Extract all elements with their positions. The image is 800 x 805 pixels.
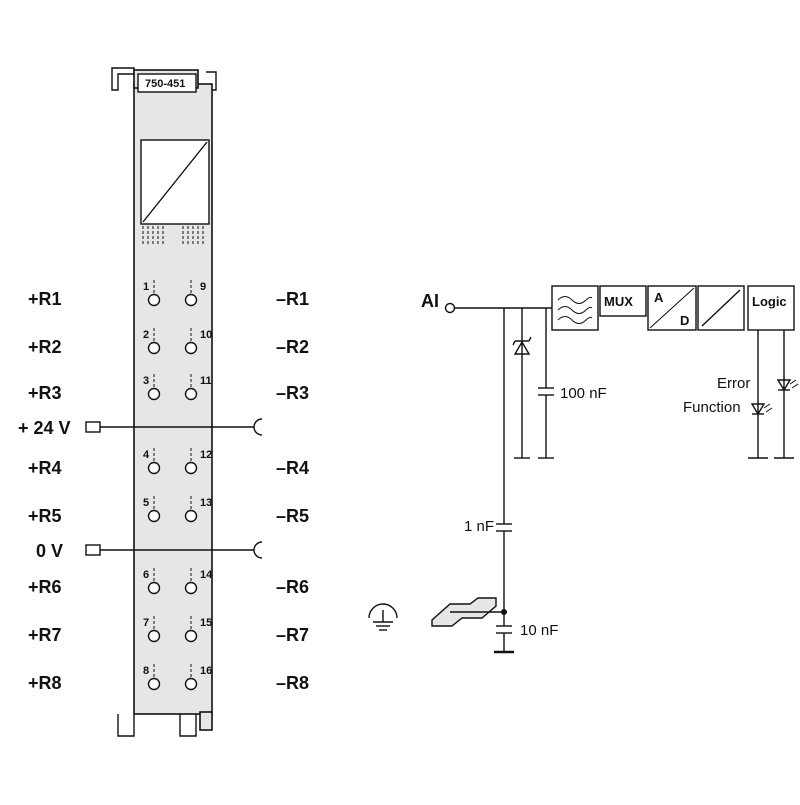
input-terminal[interactable] (444, 302, 456, 314)
contact-3[interactable] (147, 387, 161, 401)
capacitor-1nf-label: 1 nF (464, 518, 494, 535)
label-0v: 0 V (36, 541, 63, 561)
ground-icon (368, 603, 398, 631)
mux-block: MUX (599, 285, 647, 317)
bottom-left-latch (117, 714, 135, 737)
contact-number-3: 3 (143, 375, 149, 387)
contact-number-6: 6 (143, 569, 149, 581)
contact-7[interactable] (147, 629, 161, 643)
filter-icon (557, 296, 593, 304)
contact-number-12: 12 (200, 449, 212, 461)
supply-24v (85, 418, 263, 436)
part-number-plate (137, 73, 197, 93)
din-rail-icon (431, 597, 504, 627)
contact-number-11: 11 (200, 375, 212, 387)
contact-number-15: 15 (200, 617, 212, 629)
label-minus-r4: –R4 (276, 458, 309, 478)
label-minus-r3: –R3 (276, 383, 309, 403)
label-minus-r6: –R6 (276, 577, 309, 597)
capacitor-100nf-label: 100 nF (560, 385, 607, 402)
led-pins (142, 226, 204, 246)
label-plus-r4: +R4 (28, 458, 62, 478)
contact-1[interactable] (147, 293, 161, 307)
supply-0v (85, 541, 263, 559)
contact-10[interactable] (184, 341, 198, 355)
signal-chain: MUX A D Logic Error (551, 285, 799, 459)
label-plus-24v: + 24 V (18, 418, 71, 438)
zener-diode-icon (512, 336, 532, 355)
label-minus-r1: –R1 (276, 289, 309, 309)
contact-grid: 1 9 2 10 3 11 4 12 5 13 6 14 7 15 8 16 (143, 280, 213, 691)
contact-5[interactable] (147, 509, 161, 523)
contact-number-7: 7 (143, 617, 149, 629)
adc-d-label: D (680, 313, 689, 328)
io-module: 750-451 1 9 2 10 3 11 4 12 5 13 6 14 7 15 8 16 (111, 67, 217, 737)
contact-6[interactable] (147, 581, 161, 595)
adc-block: A D (647, 285, 697, 331)
supply-24v-terminal[interactable] (85, 421, 101, 433)
right-labels: –R1 –R2 –R3 –R4 –R5 –R6 –R7 –R8 (276, 289, 309, 693)
contact-8[interactable] (147, 677, 161, 691)
logic-block: Logic (747, 285, 795, 331)
input-label: AI (421, 291, 439, 311)
contact-number-16: 16 (200, 665, 212, 677)
label-plus-r6: +R6 (28, 577, 62, 597)
bottom-foot (199, 711, 213, 731)
label-minus-r2: –R2 (276, 337, 309, 357)
contact-12[interactable] (184, 461, 198, 475)
left-labels: +R1 +R2 +R3 + 24 V +R4 +R5 0 V +R6 +R7 +… (18, 289, 71, 693)
contact-number-10: 10 (200, 329, 212, 341)
label-plus-r7: +R7 (28, 625, 62, 645)
supply-0v-terminal[interactable] (85, 544, 101, 556)
bottom-right-latch (179, 714, 197, 737)
contact-15[interactable] (184, 629, 198, 643)
label-plus-r5: +R5 (28, 506, 62, 526)
contact-number-1: 1 (143, 281, 149, 293)
contact-14[interactable] (184, 581, 198, 595)
led-icon (750, 403, 773, 416)
led-icon (776, 379, 799, 392)
supply-0v-contact (253, 541, 263, 559)
isolation-icon (701, 289, 741, 327)
logic-label: Logic (752, 294, 787, 309)
label-minus-r7: –R7 (276, 625, 309, 645)
contact-9[interactable] (184, 293, 198, 307)
contact-number-13: 13 (200, 497, 212, 509)
filter-block (551, 285, 599, 331)
top-latch (111, 67, 135, 91)
contact-number-4: 4 (143, 449, 150, 461)
supply-24v-contact (253, 418, 263, 436)
label-plus-r8: +R8 (28, 673, 62, 693)
contact-number-8: 8 (143, 665, 149, 677)
label-plus-r3: +R3 (28, 383, 62, 403)
contact-11[interactable] (184, 387, 198, 401)
adc-a-label: A (654, 290, 664, 305)
label-plus-r1: +R1 (28, 289, 62, 309)
mux-label: MUX (604, 294, 633, 309)
capacitor-10nf-label: 10 nF (520, 622, 558, 639)
converter-icon (142, 141, 208, 223)
contact-number-2: 2 (143, 329, 149, 341)
led-error-label: Error (717, 375, 750, 392)
contact-4[interactable] (147, 461, 161, 475)
part-number: 750-451 (145, 78, 185, 90)
led-function-label: Function (683, 399, 741, 416)
contact-number-5: 5 (143, 497, 149, 509)
contact-16[interactable] (184, 677, 198, 691)
contact-number-9: 9 (200, 281, 206, 293)
label-plus-r2: +R2 (28, 337, 62, 357)
contact-number-14: 14 (200, 569, 213, 581)
input-circuit: AI 100 nF 1 nF (368, 291, 607, 654)
contact-2[interactable] (147, 341, 161, 355)
contact-13[interactable] (184, 509, 198, 523)
label-minus-r5: –R5 (276, 506, 309, 526)
isolation-block (697, 285, 745, 331)
label-minus-r8: –R8 (276, 673, 309, 693)
